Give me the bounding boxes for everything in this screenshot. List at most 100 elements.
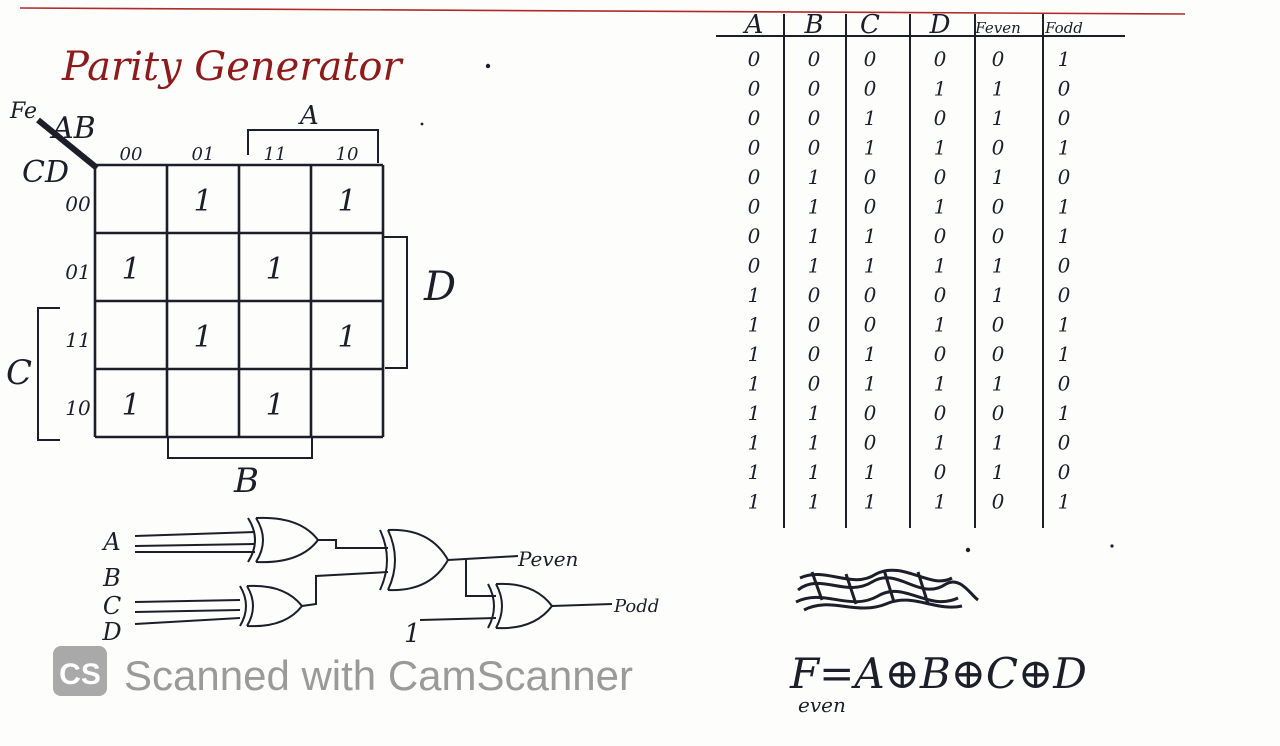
truth-table-cell: 1 bbox=[934, 431, 947, 455]
truth-table-cell: 0 bbox=[934, 342, 947, 366]
truth-table-cell: 1 bbox=[1058, 313, 1071, 337]
truth-table-cell: 1 bbox=[934, 136, 947, 160]
kmap-group-b-label: B bbox=[233, 461, 259, 501]
truth-table-cell: 1 bbox=[808, 195, 821, 219]
truth-table-cell: 1 bbox=[992, 254, 1005, 278]
wire-xor2-out bbox=[301, 571, 389, 607]
truth-table-cell: 1 bbox=[934, 254, 947, 278]
truth-table-cell: 0 bbox=[1058, 460, 1071, 484]
kmap-cell-one: 1 bbox=[121, 388, 140, 423]
circuit-even-output-label: Peven bbox=[517, 547, 578, 571]
truth-table-cell: 1 bbox=[808, 254, 821, 278]
truth-table-cell: 0 bbox=[992, 490, 1005, 514]
truth-table-cell: 1 bbox=[864, 490, 877, 514]
circuit-input-label: A bbox=[101, 528, 120, 556]
truth-table-cell: 0 bbox=[748, 77, 761, 101]
wire-a-2 bbox=[134, 543, 256, 547]
truth-table-cell: 0 bbox=[748, 47, 761, 71]
truth-table-cell: 1 bbox=[992, 372, 1005, 396]
kmap-column-label: 01 bbox=[192, 144, 215, 165]
truth-table-cell: 0 bbox=[748, 224, 761, 248]
truth-table-cell: 1 bbox=[808, 460, 821, 484]
scribbled-out-text bbox=[795, 568, 979, 612]
kmap-corner-diagonal bbox=[36, 117, 99, 171]
xor-gate-3 bbox=[379, 528, 450, 592]
circuit-input-label: B bbox=[102, 564, 121, 592]
kmap-row-label: 00 bbox=[65, 192, 91, 216]
truth-table-cell: 1 bbox=[992, 460, 1005, 484]
truth-table-cell: 0 bbox=[748, 195, 761, 219]
kmap-row-label: 11 bbox=[65, 328, 90, 352]
xor-gate-4 bbox=[487, 582, 554, 630]
truth-table-cell: 1 bbox=[808, 224, 821, 248]
truth-table-cell: 1 bbox=[748, 342, 761, 366]
truth-table-cell: 0 bbox=[1058, 372, 1071, 396]
truth-table-cell: 0 bbox=[748, 165, 761, 189]
truth-table-cell: 1 bbox=[1058, 401, 1071, 425]
circuit-input-label: C bbox=[103, 592, 121, 620]
truth-table-cell: 1 bbox=[864, 224, 877, 248]
truth-table-cell: 0 bbox=[864, 401, 877, 425]
truth-table-cell: 1 bbox=[934, 195, 947, 219]
karnaugh-map bbox=[36, 117, 408, 459]
truth-table-cell: 1 bbox=[808, 165, 821, 189]
truth-table-column-dividers bbox=[783, 14, 1044, 528]
truth-table-cell: 1 bbox=[992, 165, 1005, 189]
truth-table-cell: 1 bbox=[864, 342, 877, 366]
kmap-group-a-bracket bbox=[247, 129, 379, 163]
truth-table-cell: 0 bbox=[934, 460, 947, 484]
truth-table-cell: 1 bbox=[808, 401, 821, 425]
truth-table-header: Fodd bbox=[1044, 19, 1083, 37]
truth-table-cell: 1 bbox=[864, 460, 877, 484]
truth-table-cell: 0 bbox=[1058, 106, 1071, 130]
stray-dot bbox=[1110, 544, 1114, 548]
truth-table-cell: 1 bbox=[934, 313, 947, 337]
truth-table-cell: 1 bbox=[992, 106, 1005, 130]
truth-table-cell: 0 bbox=[992, 313, 1005, 337]
kmap-column-label: 00 bbox=[120, 144, 143, 165]
truth-table-cell: 0 bbox=[864, 313, 877, 337]
truth-table-cell: 1 bbox=[1058, 195, 1071, 219]
truth-table-cell: 1 bbox=[808, 490, 821, 514]
truth-table-cell: 1 bbox=[992, 431, 1005, 455]
truth-table-cell: 0 bbox=[808, 342, 821, 366]
truth-table-cell: 1 bbox=[748, 460, 761, 484]
truth-table-cell: 0 bbox=[864, 165, 877, 189]
truth-table-cell: 0 bbox=[992, 136, 1005, 160]
truth-table-cell: 0 bbox=[1058, 165, 1071, 189]
truth-table-cell: 0 bbox=[934, 165, 947, 189]
wire-d bbox=[134, 617, 241, 625]
truth-table-cell: 1 bbox=[1058, 224, 1071, 248]
xor-gate-2 bbox=[239, 584, 304, 628]
truth-table-header: B bbox=[803, 10, 823, 40]
kmap-corner-fe-label: Fe bbox=[9, 99, 37, 124]
truth-table-cell: 1 bbox=[1058, 490, 1071, 514]
stray-dot bbox=[965, 547, 971, 553]
truth-table-cell: 1 bbox=[864, 254, 877, 278]
wire-even-out bbox=[447, 555, 519, 561]
truth-table-header: D bbox=[929, 10, 951, 40]
truth-table-cell: 1 bbox=[748, 283, 761, 307]
truth-table-cell: 0 bbox=[992, 224, 1005, 248]
kmap-group-d-bracket bbox=[382, 236, 408, 369]
truth-table-cell: 0 bbox=[808, 313, 821, 337]
kmap-cell-one: 1 bbox=[337, 320, 356, 355]
truth-table-cell: 0 bbox=[992, 195, 1005, 219]
truth-table-cell: 0 bbox=[748, 106, 761, 130]
kmap-group-c-label: C bbox=[6, 353, 32, 393]
kmap-cell-one: 1 bbox=[193, 320, 212, 355]
truth-table-cell: 1 bbox=[992, 77, 1005, 101]
truth-table-header: C bbox=[860, 10, 880, 40]
truth-table-cell: 0 bbox=[934, 283, 947, 307]
kmap-column-label: 11 bbox=[264, 144, 287, 165]
truth-table-cell: 0 bbox=[748, 136, 761, 160]
camscanner-text: Scanned with CamScanner bbox=[124, 652, 633, 699]
top-margin-line bbox=[19, 7, 1186, 15]
kmap-row-label: 01 bbox=[65, 260, 90, 284]
truth-table-cell: 0 bbox=[1058, 283, 1071, 307]
truth-table-cell: 0 bbox=[808, 106, 821, 130]
truth-table-cell: 0 bbox=[808, 372, 821, 396]
